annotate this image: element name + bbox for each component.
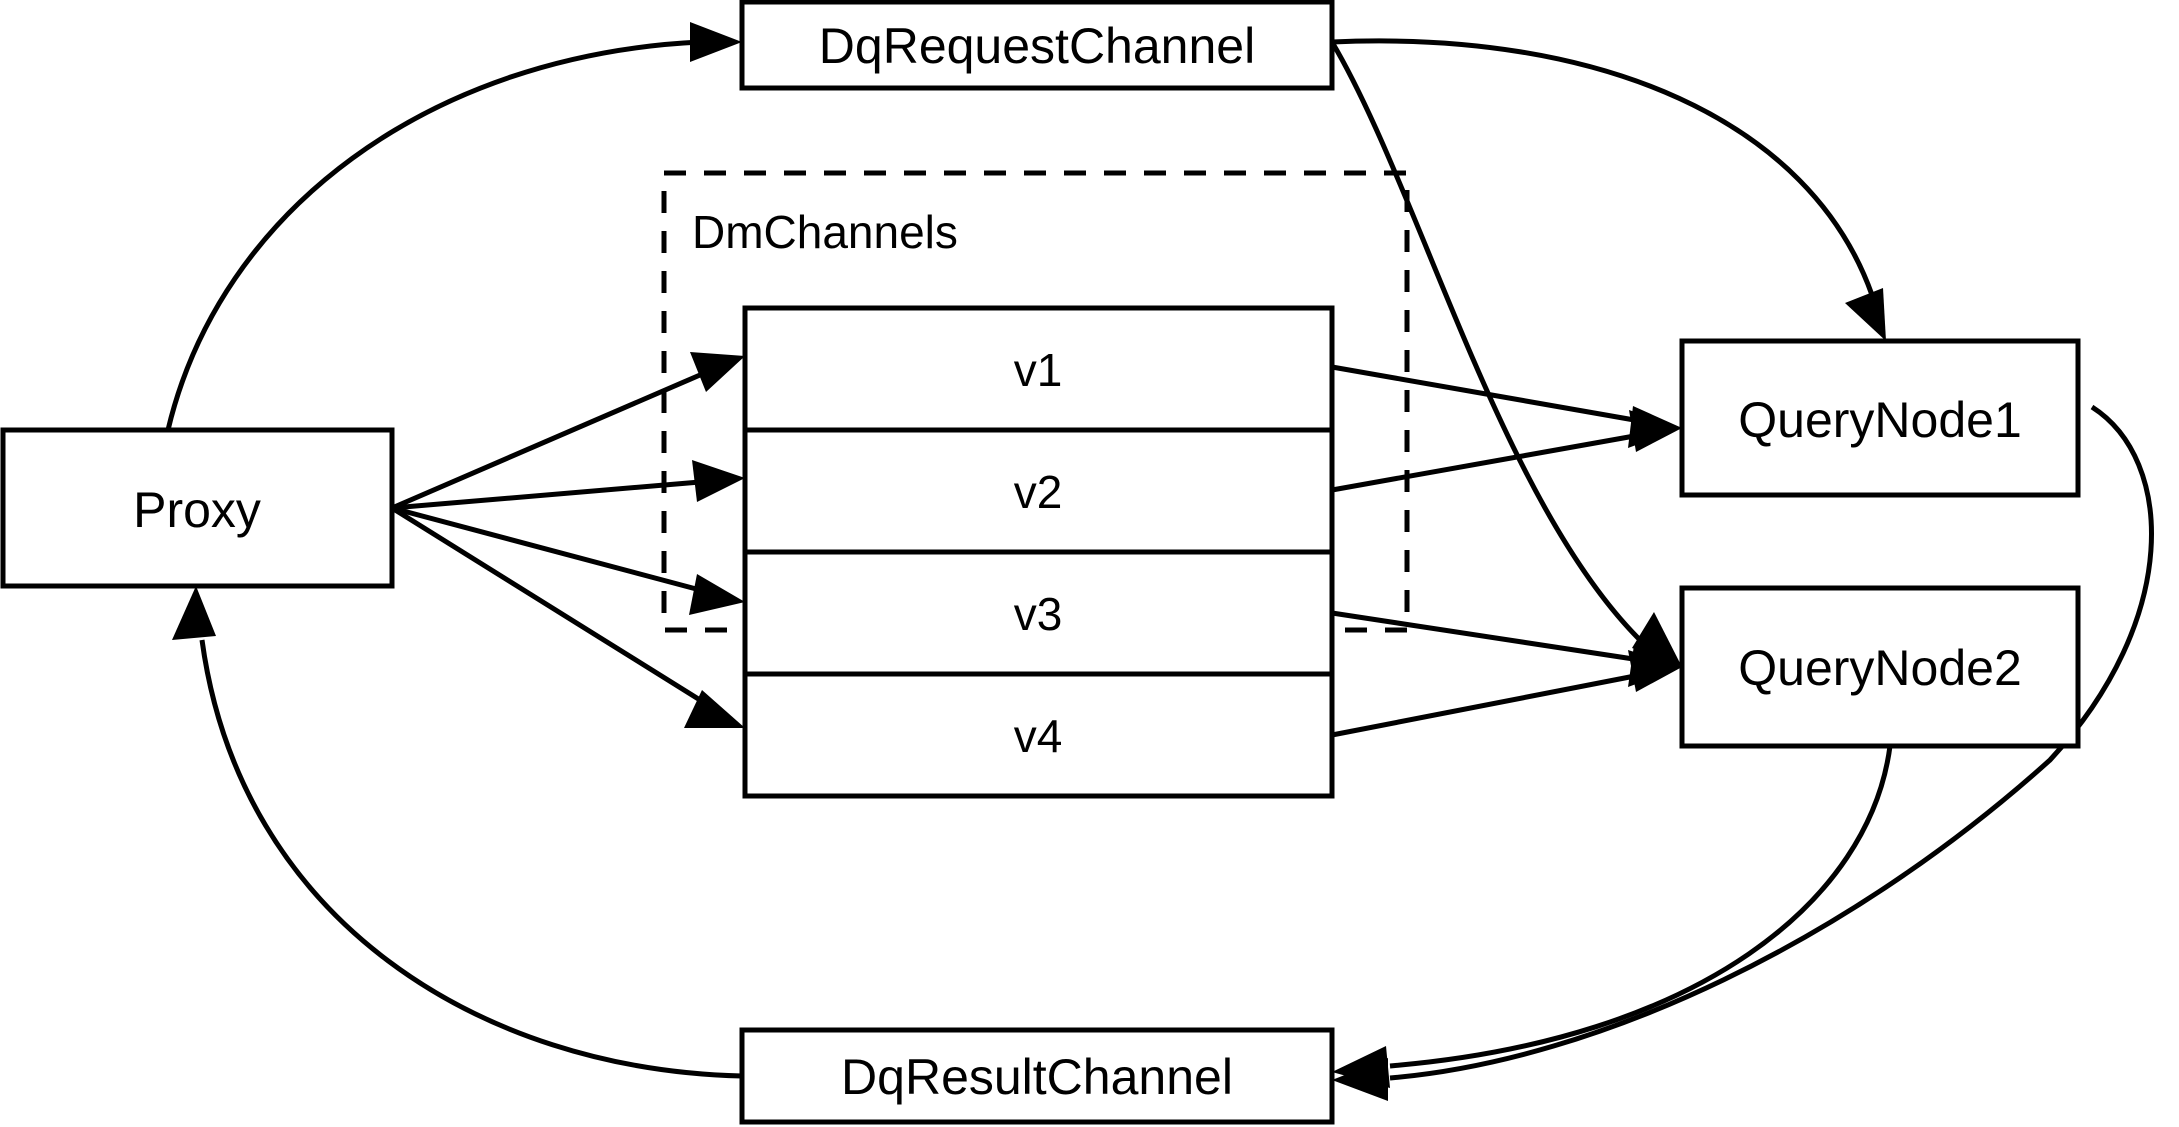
edge-path [199,639,743,1079]
dm-channel-rows: v1 v2 v3 v4 [742,305,1335,799]
edge-dqresultchannel-to-proxy [172,586,743,1079]
node-label: DqResultChannel [841,1049,1233,1105]
node-label: QueryNode1 [1738,392,2022,448]
arrowhead [1845,288,1886,341]
edge-querynode1-to-dqresultchannel [1332,404,2154,1101]
arrowhead [692,460,745,502]
edge-path [1331,610,1641,663]
arrowhead [1628,650,1682,692]
edge-path [391,505,701,593]
node-label: Proxy [133,482,261,538]
edge-path [1331,672,1641,738]
edge-path [1389,404,2154,1081]
node-rect[interactable] [1679,338,2081,498]
row-label: v1 [1014,344,1063,396]
arrowhead [1332,1046,1390,1088]
node-dq-result-channel[interactable]: DqResultChannel [739,1027,1335,1125]
edge-path [165,39,701,431]
row-label: v2 [1014,466,1063,518]
arrowhead [1629,410,1682,452]
node-dq-request-channel[interactable]: DqRequestChannel [739,0,1335,91]
edge-path [1331,364,1641,424]
dm-channel-row-v4[interactable]: v4 [742,671,1335,799]
dm-channel-row-v3[interactable]: v3 [742,549,1335,677]
edge-path [391,479,701,511]
row-rect[interactable] [742,427,1335,555]
arrowhead [690,22,742,62]
edge-proxy-to-v1 [391,352,745,511]
node-rect[interactable] [1679,585,2081,749]
edge-querynode2-to-dqresultchannel [1332,745,1893,1088]
edge-dqrequestchannel-to-querynode1 [1331,38,1886,341]
edge-path [1389,745,1893,1069]
arrowhead [689,574,745,615]
row-label: v4 [1014,710,1063,762]
node-query-node-2[interactable]: QueryNode2 [1679,585,2081,749]
node-label: QueryNode2 [1738,640,2022,696]
edge-path [1331,38,1875,296]
edge-proxy-to-dqrequestchannel [165,22,742,431]
edge-proxy-to-v2 [391,460,745,511]
node-rect[interactable] [0,427,395,589]
edge-path [391,372,701,511]
edge-proxy-to-v4 [390,505,745,728]
arrowhead [690,352,745,392]
node-rect[interactable] [739,1027,1335,1125]
edge-proxy-to-v3 [391,505,745,615]
edge-path [1331,432,1641,493]
node-label: DqRequestChannel [819,18,1255,74]
edge-path [390,505,702,703]
arrowhead [684,690,745,728]
arrowhead [172,586,216,640]
dm-channels-label: DmChannels [692,206,958,258]
dm-channel-row-v2[interactable]: v2 [742,427,1335,555]
edge-path [1329,40,1642,642]
node-query-node-1[interactable]: QueryNode1 [1679,338,2081,498]
node-rect[interactable] [739,0,1335,91]
edge-v2-to-querynode1 [1331,410,1682,493]
edge-v4-to-querynode2 [1331,650,1682,738]
row-label: v3 [1014,588,1063,640]
edge-dqrequestchannel-to-querynode2 [1329,40,1682,667]
node-proxy[interactable]: Proxy [0,427,395,589]
arrowhead [1632,612,1682,667]
row-rect[interactable] [742,671,1335,799]
dm-channel-row-v1[interactable]: v1 [742,305,1335,433]
